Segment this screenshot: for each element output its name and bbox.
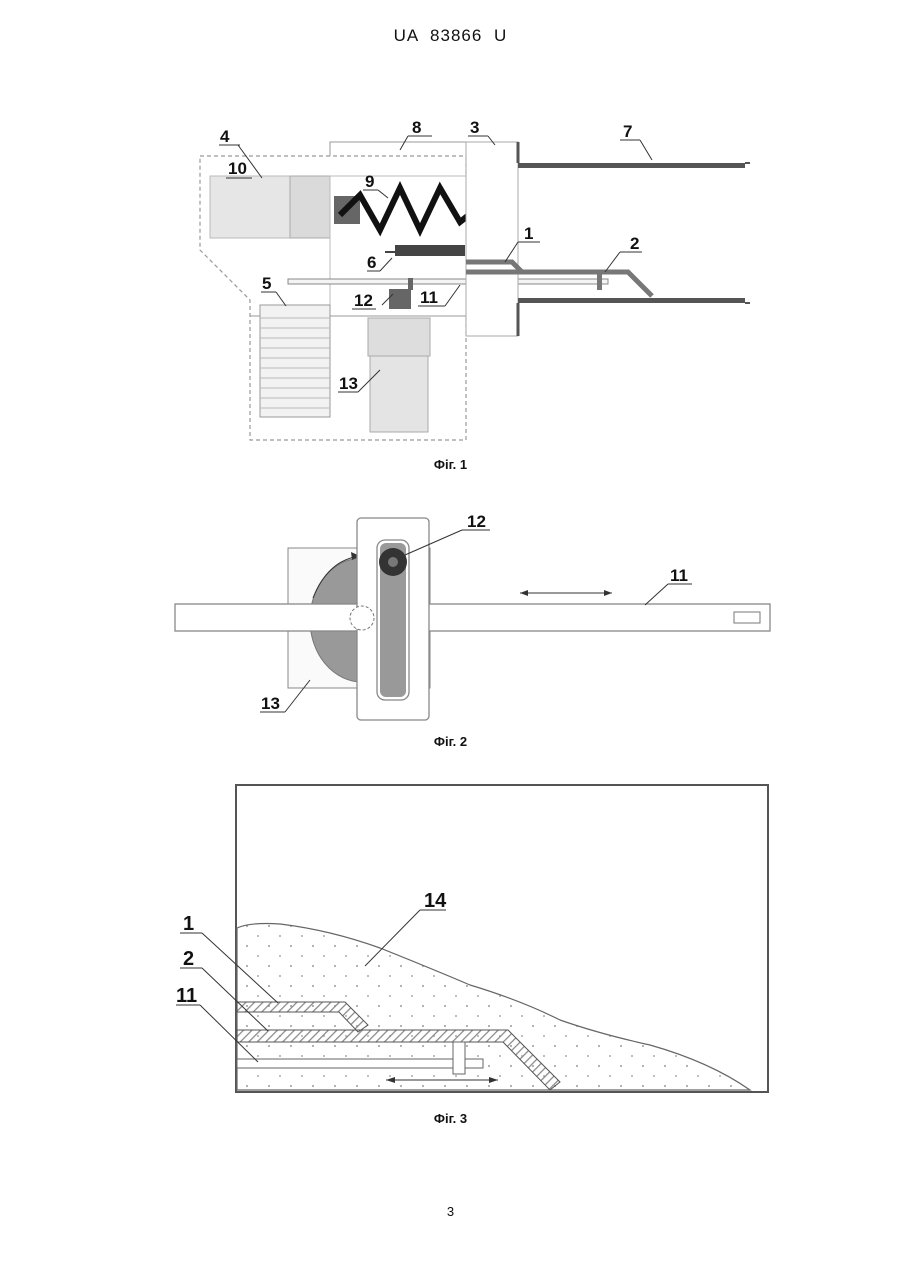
fig1-label-6: 6 <box>367 253 376 272</box>
fig2-label-13: 13 <box>261 694 280 713</box>
fig1-label-2: 2 <box>630 234 639 253</box>
box-5 <box>260 305 330 417</box>
fig3-label-11: 11 <box>176 985 197 1007</box>
fig1-label-7: 7 <box>623 122 632 141</box>
rod-11-fig2 <box>175 604 770 631</box>
fig2-label-12: 12 <box>467 512 486 531</box>
fig1-label-9: 9 <box>365 172 374 191</box>
block-13 <box>368 318 430 356</box>
rod-11 <box>288 279 608 284</box>
heater-6 <box>395 245 465 256</box>
fig3-label-2: 2 <box>183 948 194 970</box>
fig1-label-1: 1 <box>524 224 533 243</box>
fig1-label-12: 12 <box>354 291 373 310</box>
fig1-label-10: 10 <box>228 159 247 178</box>
fig1-label-5: 5 <box>262 274 271 293</box>
figure-2-drawing: 12 11 13 <box>0 500 901 730</box>
fig1-label-8: 8 <box>412 118 421 137</box>
fig3-label-1: 1 <box>183 913 194 935</box>
fig1-label-11: 11 <box>420 288 438 307</box>
fig3-label-14: 14 <box>424 890 447 912</box>
fig2-label-11: 11 <box>670 566 688 585</box>
figure-1-caption: Фіг. 1 <box>0 457 901 472</box>
block-10 <box>210 176 290 238</box>
fig1-label-13: 13 <box>339 374 358 393</box>
figure-1-drawing: 4 10 8 3 7 9 1 2 6 5 12 11 13 <box>0 0 901 460</box>
flange-3 <box>466 142 518 336</box>
figure-3-caption: Фіг. 3 <box>0 1111 901 1126</box>
fig1-label-4: 4 <box>220 127 230 146</box>
figure-3-drawing: 1 2 11 14 <box>0 770 901 1110</box>
rod-11-fig3 <box>237 1059 483 1068</box>
page-number: 3 <box>0 1204 901 1219</box>
figure-2-caption: Фіг. 2 <box>0 734 901 749</box>
motor-12 <box>389 289 411 309</box>
fig1-label-3: 3 <box>470 118 479 137</box>
